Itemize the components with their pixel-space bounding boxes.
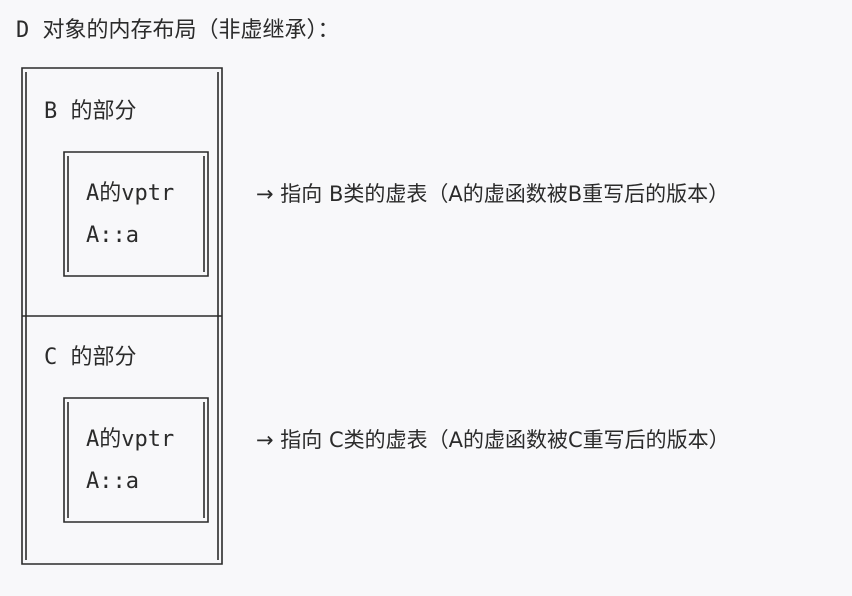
section-c-vptr: A的vptr	[86, 427, 175, 452]
inner-box-b	[63, 151, 209, 277]
outer-box	[21, 67, 223, 565]
section-b-member: A::a	[86, 223, 139, 248]
section-b-title: B 的部分	[44, 99, 137, 124]
page-heading: D 对象的内存布局（非虚继承）：	[16, 18, 340, 43]
section-c-member: A::a	[86, 469, 139, 494]
section-c-vtable-note: → 指向 C类的虚表（A的虚函数被C重写后的版本）	[256, 428, 730, 452]
section-c-title: C 的部分	[44, 345, 137, 370]
inner-box-c	[63, 397, 209, 523]
section-b-vtable-note: → 指向 B类的虚表（A的虚函数被B重写后的版本）	[256, 182, 730, 206]
section-b-vptr: A的vptr	[86, 181, 175, 206]
